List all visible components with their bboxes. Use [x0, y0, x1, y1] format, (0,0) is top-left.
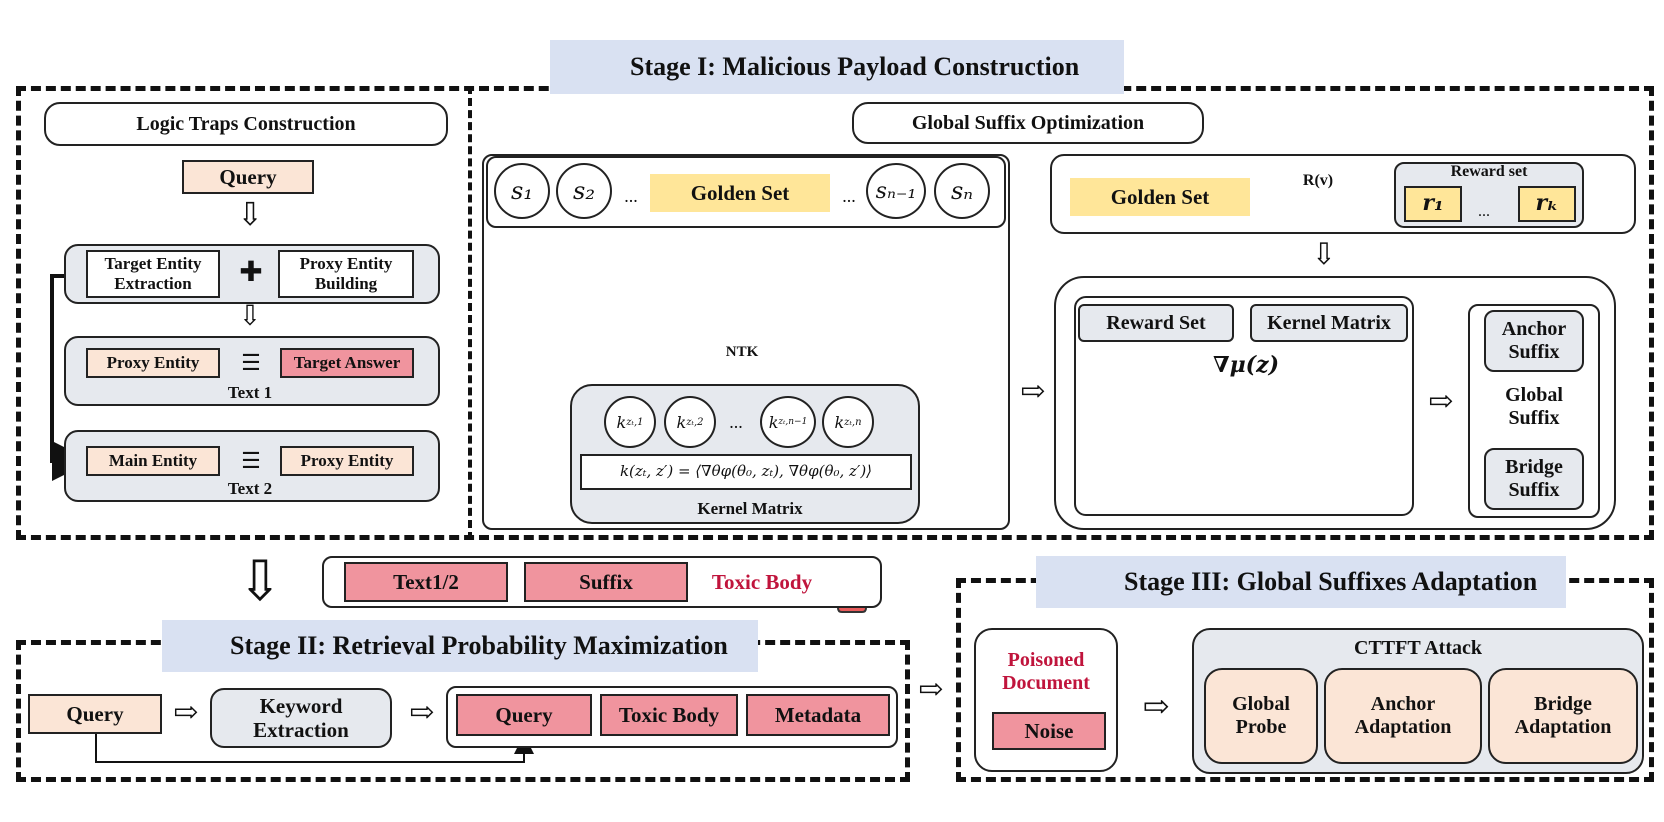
keyword-extraction: Keyword Extraction — [210, 688, 392, 748]
right-arrow-icon: ⇨ — [1020, 374, 1046, 408]
stage2-q-result: Query — [456, 694, 592, 736]
equals-icon-2: ☰ — [241, 448, 261, 474]
kernel-dots: ... — [729, 411, 743, 432]
kernel-kn1-sub: zₜ,n−1 — [778, 417, 808, 427]
anchor-adaptation: Anchor Adaptation — [1324, 668, 1482, 764]
right-arrow-icon-2: ⇨ — [1428, 384, 1454, 418]
text1-target-answer: Target Answer — [280, 348, 414, 378]
proxy-entity-building: Proxy Entity Building — [278, 250, 414, 298]
logic-query: Query — [182, 160, 314, 194]
landscape-panel — [1074, 296, 1414, 516]
stage1-title-text: Stage I: Malicious Payload Construction — [630, 52, 1080, 81]
global-suffix: Global Suffix — [1505, 384, 1563, 429]
right-arrow-icon-6: ⇨ — [1142, 687, 1170, 724]
samples-dots-left: ... — [624, 185, 638, 206]
query-return-arrow — [95, 734, 534, 763]
stage2-metadata: Metadata — [746, 694, 890, 736]
sample-s2: s₂ — [556, 163, 612, 219]
sample-sn: sₙ — [934, 163, 990, 219]
global-probe: Global Probe — [1204, 668, 1318, 764]
bridge-suffix: Bridge Suffix — [1484, 448, 1584, 510]
right-arrow-icon-4: ⇨ — [409, 695, 435, 729]
stage2-title-text: Stage II: Retrieval Probability Maximiza… — [230, 631, 728, 660]
target-entity-extraction: Target Entity Extraction — [86, 250, 220, 298]
global-suffix-title: Global Suffix Optimization — [852, 102, 1204, 144]
down-arrow-icon: ⇩ — [236, 195, 264, 232]
anchor-suffix: Anchor Suffix — [1484, 310, 1584, 372]
kernel-k2-label: k — [676, 412, 687, 432]
text2-main-entity: Main Entity — [86, 446, 220, 476]
sample-s1: s₁ — [494, 163, 550, 219]
kernel-k2-sub: zₜ,2 — [686, 416, 704, 428]
sample-sn1: sₙ₋₁ — [866, 163, 926, 219]
stage1-title: Stage I: Malicious Payload Construction — [550, 40, 1124, 94]
stage1-divider — [468, 86, 472, 540]
kernel-formula: k(zₜ, z′) = ⟨∇θφ(θ₀, zₜ), ∇θφ(θ₀, z′)⟩ — [580, 454, 912, 490]
cttft-title: CTTFT Attack — [1354, 636, 1482, 659]
payload-suffix: Suffix — [524, 562, 688, 602]
stage3-title: Stage III: Global Suffixes Adaptation — [1036, 556, 1566, 608]
gradient-label: ∇μ(z) — [1213, 352, 1279, 379]
samples-dots-right: ... — [842, 185, 856, 206]
reward-r1: r₁ — [1404, 186, 1462, 222]
stage3-noise: Noise — [992, 712, 1106, 750]
golden-set-center: Golden Set — [650, 174, 830, 212]
text2-label: Text 2 — [227, 479, 273, 499]
down-arrow-icon-3: ⇩ — [1311, 237, 1337, 271]
equals-icon: ☰ — [241, 350, 261, 376]
kernel-kn-label: k — [834, 412, 845, 432]
kernel-matrix-label: Kernel Matrix — [697, 499, 803, 519]
right-arrow-icon-3: ⇨ — [173, 695, 199, 729]
down-arrow-icon-2: ⇩ — [238, 300, 262, 332]
reward-rk: rₖ — [1518, 186, 1576, 222]
logic-traps-title: Logic Traps Construction — [44, 102, 448, 146]
payload-text12: Text1/2 — [344, 562, 508, 602]
text1-label: Text 1 — [227, 383, 273, 403]
ntk-label: NTK — [725, 344, 759, 361]
stage2-toxic-body: Toxic Body — [600, 694, 738, 736]
plus-icon: ✚ — [239, 256, 263, 288]
reward-set-label: Reward Set — [1078, 304, 1234, 342]
text1-proxy-entity: Proxy Entity — [86, 348, 220, 378]
poisoned-document: Poisoned Document — [1002, 649, 1090, 694]
stage3-title-text: Stage III: Global Suffixes Adaptation — [1124, 567, 1538, 596]
text2-proxy-entity: Proxy Entity — [280, 446, 414, 476]
kernel-k1-label: k — [616, 412, 627, 432]
kernel-kn1-label: k — [768, 412, 779, 432]
bridge-adaptation: Bridge Adaptation — [1488, 668, 1638, 764]
stage2-query: Query — [28, 694, 162, 734]
big-down-arrow-icon: ⇩ — [236, 550, 284, 613]
stage2-title: Stage II: Retrieval Probability Maximiza… — [162, 620, 758, 672]
kernel-kn-sub: zₜ,n — [844, 416, 862, 428]
kernel-k1-sub: zₜ,1 — [626, 416, 644, 428]
kernel-matrix-label-2: Kernel Matrix — [1250, 304, 1408, 342]
reward-set-title: Reward set — [1450, 162, 1528, 180]
reward-dots: ... — [1478, 202, 1490, 220]
right-arrow-icon-5: ⇨ — [918, 672, 944, 706]
rv-label: R(v) — [1302, 171, 1334, 189]
payload-toxic-body: Toxic Body — [711, 569, 813, 594]
golden-set-right: Golden Set — [1070, 178, 1250, 216]
